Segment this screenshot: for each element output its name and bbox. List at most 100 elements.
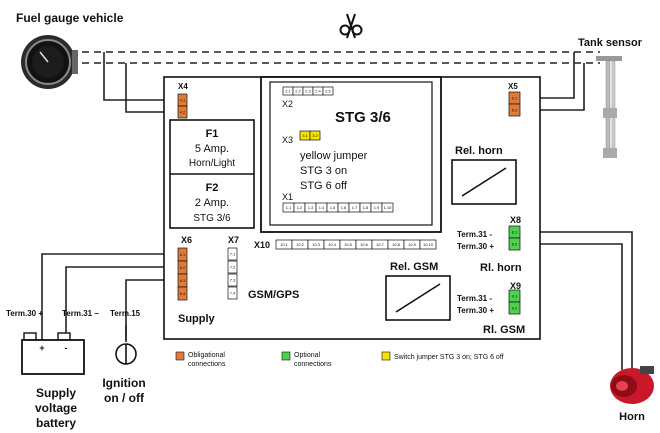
x10-pin-label: 10.3 (312, 242, 321, 247)
x7-pin (227, 286, 238, 300)
f2-name: F2 (206, 182, 219, 194)
horn-icon (610, 366, 654, 404)
x3-pin-label: 3.2 (312, 133, 318, 138)
x8-pin-label: 8.1 (512, 230, 518, 235)
x10-pin (419, 239, 437, 250)
ignition-switch-icon (115, 343, 137, 365)
jumper-line-1: yellow jumper (300, 150, 368, 162)
x6-pin-label: 6.3 (180, 278, 186, 283)
x10-pin-label: 10.9 (408, 242, 417, 247)
ignition-label-1: Ignition (102, 376, 145, 390)
term31-label: Term.31 – (62, 309, 99, 318)
rl-gsm-label: Rl. GSM (483, 324, 525, 336)
tank-sensor-label: Tank sensor (578, 37, 643, 49)
wires (41, 52, 633, 370)
x7-pin-label: 7.3 (230, 278, 236, 283)
x9-pin-label: 9.2 (512, 306, 518, 311)
battery-label-2: voltage (35, 401, 77, 415)
x6-pin (177, 286, 188, 301)
x1-pin-label: 1.9 (374, 205, 380, 210)
x1-pin (381, 202, 394, 213)
f1-name: F1 (206, 128, 219, 140)
scissors-icon (339, 13, 363, 39)
x10-label: X10 (254, 240, 270, 250)
x8-term31-label: Term.31 - (457, 230, 492, 239)
x9-term30-label: Term.30 + (457, 306, 494, 315)
x5-pin (508, 103, 521, 117)
x1-pin-label: 1.8 (363, 205, 369, 210)
ignition-label-2: on / off (104, 391, 145, 405)
horn-label: Horn (619, 411, 645, 423)
rl-horn-label: Rl. horn (480, 262, 522, 274)
x7-label: X7 (228, 235, 239, 245)
x4-label: X4 (178, 82, 188, 91)
x7-pin-label: 7.4 (230, 291, 236, 296)
x8-pin (508, 237, 521, 251)
gsm-gps-label: GSM/GPS (248, 289, 299, 301)
x7-pin (227, 273, 238, 287)
x1-pin-label: 1.2 (297, 205, 303, 210)
x7-pin-label: 7.1 (230, 252, 236, 257)
legend-swatch-optional (281, 351, 291, 361)
x1-label: X1 (282, 192, 293, 202)
legend: Obligational connections Optional connec… (175, 351, 504, 368)
x1-pin-label: 1.3 (308, 205, 314, 210)
x10-pin-label: 10.7 (376, 242, 385, 247)
x4-pin-label: 4.1 (180, 98, 186, 103)
jumper-line-2: STG 3 on (300, 165, 347, 177)
x10-pin-label: 10.8 (392, 242, 401, 247)
x10-pin-label: 10.2 (296, 242, 305, 247)
legend-text-jumper: Switch jumper STG 3 on; STG 6 off (394, 354, 504, 361)
x5-label: X5 (508, 82, 518, 91)
legend-text-optional-2: connections (294, 361, 332, 368)
battery-plus: + (39, 343, 44, 353)
x5-pin-label: 5.2 (512, 108, 518, 113)
f1-desc: Horn/Light (189, 158, 235, 169)
x6-pin-label: 6.4 (180, 291, 186, 296)
x2-pin-label: 2.1 (285, 89, 291, 94)
f1-amp: 5 Amp. (195, 143, 229, 155)
rel-horn-label: Rel. horn (455, 145, 503, 157)
x3-pin (309, 130, 321, 141)
fuel-gauge-icon (21, 35, 78, 89)
fuel-gauge-label: Fuel gauge vehicle (16, 11, 124, 25)
x7-pin (227, 260, 238, 274)
x9-pin (508, 301, 521, 315)
legend-text-obligational-1: Obligational (188, 352, 225, 359)
battery-icon (21, 332, 85, 375)
x4-pin (177, 105, 188, 119)
x10-pin-label: 10.1 (280, 242, 289, 247)
x1-pin-label: 1.5 (330, 205, 336, 210)
x9-label: X9 (510, 281, 521, 291)
term30-label: Term.30 + (6, 309, 43, 318)
supply-label: Supply (178, 313, 216, 325)
x3-label: X3 (282, 135, 293, 145)
x10-pin-label: 10.6 (360, 242, 369, 247)
f2-amp: 2 Amp. (195, 197, 229, 209)
x8-label: X8 (510, 215, 521, 225)
x5-pin-label: 5.1 (512, 96, 518, 101)
x10-pin-label: 10.5 (344, 242, 353, 247)
x10-pin-label: 10.10 (423, 242, 434, 247)
x3-pin-label: 3.1 (302, 133, 308, 138)
x1-pin-label: 1.1 (286, 205, 292, 210)
x1-pin-label: 1.7 (352, 205, 358, 210)
x6-pin-label: 6.2 (180, 265, 186, 270)
legend-swatch-jumper (381, 351, 391, 361)
jumper-line-3: STG 6 off (300, 180, 348, 192)
x6-pin-label: 6.1 (180, 252, 186, 257)
dashed-cable (70, 51, 600, 64)
tank-sensor-icon (596, 56, 622, 158)
x2-pin-label: 2.2 (295, 89, 301, 94)
x2-pin-label: 2.3 (305, 89, 311, 94)
x9-pin-label: 9.1 (512, 294, 518, 299)
x8-term30-label: Term.30 + (457, 242, 494, 251)
x4-pin-label: 4.2 (180, 110, 186, 115)
legend-swatch-obligational (175, 351, 185, 361)
legend-text-optional-1: Optional (294, 352, 321, 359)
x10-pin-label: 10.4 (328, 242, 337, 247)
battery-label-3: battery (36, 416, 76, 430)
legend-text-obligational-2: connections (188, 361, 226, 368)
x1-pin-label: 1.10 (384, 205, 393, 210)
